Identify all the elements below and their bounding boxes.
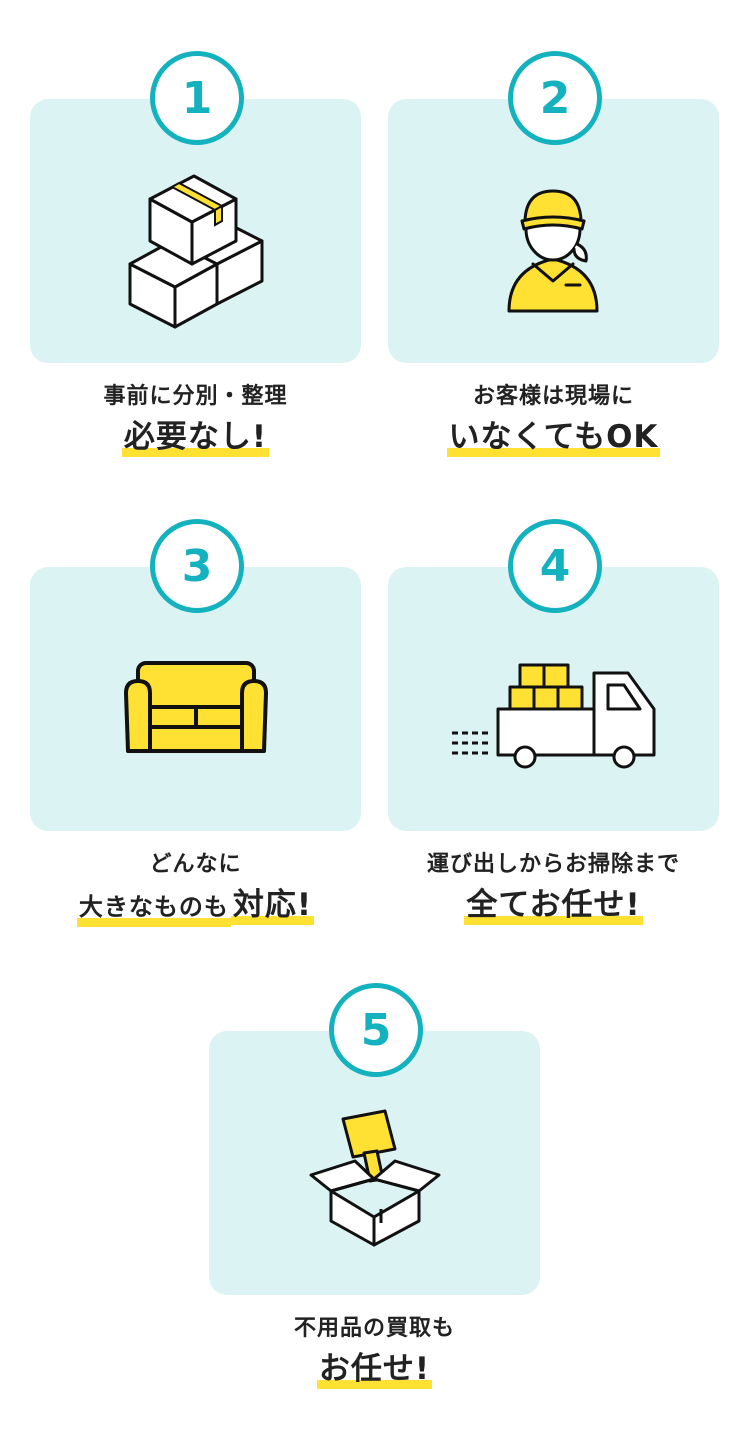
feature-caption: 運び出しからお掃除まで 全てお任せ! xyxy=(388,849,719,930)
caption-highlight: 全てお任せ! xyxy=(464,885,643,925)
open-box-price-tag-icon xyxy=(209,1031,540,1295)
caption-line: 運び出しからお掃除まで xyxy=(426,852,680,877)
caption-highlight: 必要なし! xyxy=(121,417,270,457)
staff-worker-icon xyxy=(388,99,719,363)
step-number-badge: 3 xyxy=(150,519,244,613)
caption-highlight: いなくてもOK xyxy=(446,417,661,457)
feature-caption: 事前に分別・整理 必要なし! xyxy=(30,381,361,462)
caption-highlight: 対応! xyxy=(230,885,315,925)
caption-line: どんなに xyxy=(149,852,242,877)
feature-caption: お客様は現場に いなくてもOK xyxy=(388,381,719,462)
caption-line: 不用品の買取も xyxy=(293,1316,455,1341)
caption-highlight: お任せ! xyxy=(316,1349,433,1389)
caption-line: 事前に分別・整理 xyxy=(103,384,288,409)
step-number-badge: 5 xyxy=(329,983,423,1077)
sofa-icon xyxy=(30,567,361,831)
stacked-boxes-icon xyxy=(30,99,361,363)
delivery-truck-icon xyxy=(388,567,719,831)
step-number-badge: 4 xyxy=(508,519,602,613)
step-number-badge: 2 xyxy=(508,51,602,145)
caption-lead: 大きなものも xyxy=(76,887,231,927)
feature-caption: 不用品の買取も お任せ! xyxy=(209,1313,540,1394)
step-number-badge: 1 xyxy=(150,51,244,145)
feature-caption: どんなに 大きなものも対応! xyxy=(30,849,361,930)
caption-line: お客様は現場に xyxy=(472,384,634,409)
